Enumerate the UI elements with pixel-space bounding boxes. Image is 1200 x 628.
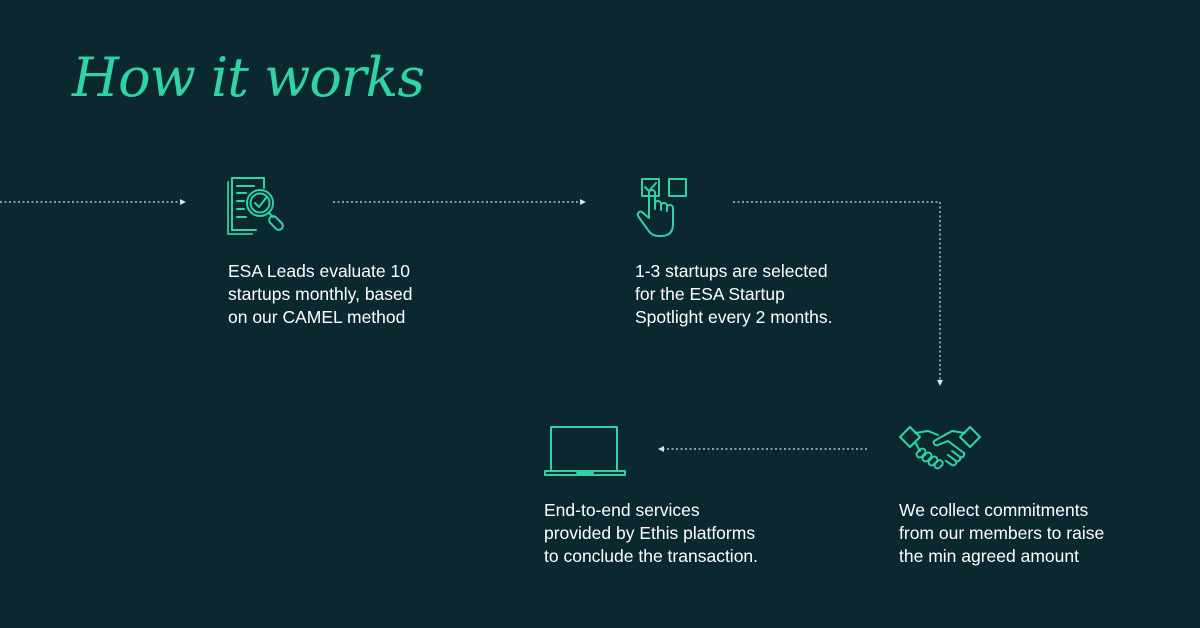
step-2-line-1: 1-3 startups are selected bbox=[635, 261, 828, 281]
page-title: How it works bbox=[72, 46, 425, 109]
step-1-line-1: ESA Leads evaluate 10 bbox=[228, 261, 410, 281]
arrowhead-step4 bbox=[658, 446, 664, 452]
step-4-description: End-to-end services provided by Ethis pl… bbox=[544, 499, 758, 568]
step-4-line-3: to conclude the transaction. bbox=[544, 546, 759, 566]
step-4-line-2: provided by Ethis platforms bbox=[544, 523, 756, 543]
arrowhead-step2 bbox=[580, 199, 586, 205]
step-3-line-3: the min agreed amount bbox=[899, 546, 1079, 566]
arrowhead-step3 bbox=[937, 380, 943, 386]
step-3-description: We collect commitments from our members … bbox=[899, 499, 1104, 568]
step-1-description: ESA Leads evaluate 10 startups monthly, … bbox=[228, 260, 413, 329]
arrowhead-entry bbox=[180, 199, 186, 205]
laptop-icon bbox=[544, 426, 626, 476]
checkbox-select-hand-icon bbox=[636, 178, 687, 237]
document-magnifier-check-icon bbox=[227, 177, 284, 235]
step-4-line-1: End-to-end services bbox=[544, 500, 700, 520]
step-1-line-2: startups monthly, based bbox=[228, 284, 413, 304]
handshake-icon bbox=[899, 426, 981, 470]
connector-step2-step3 bbox=[733, 201, 941, 380]
step-2-description: 1-3 startups are selected for the ESA St… bbox=[635, 260, 832, 329]
step-1-line-3: on our CAMEL method bbox=[228, 307, 406, 327]
step-2-line-3: Spotlight every 2 months. bbox=[635, 307, 833, 327]
step-3-line-1: We collect commitments bbox=[899, 500, 1089, 520]
step-2-line-2: for the ESA Startup bbox=[635, 284, 785, 304]
step-3-line-2: from our members to raise bbox=[899, 523, 1105, 543]
